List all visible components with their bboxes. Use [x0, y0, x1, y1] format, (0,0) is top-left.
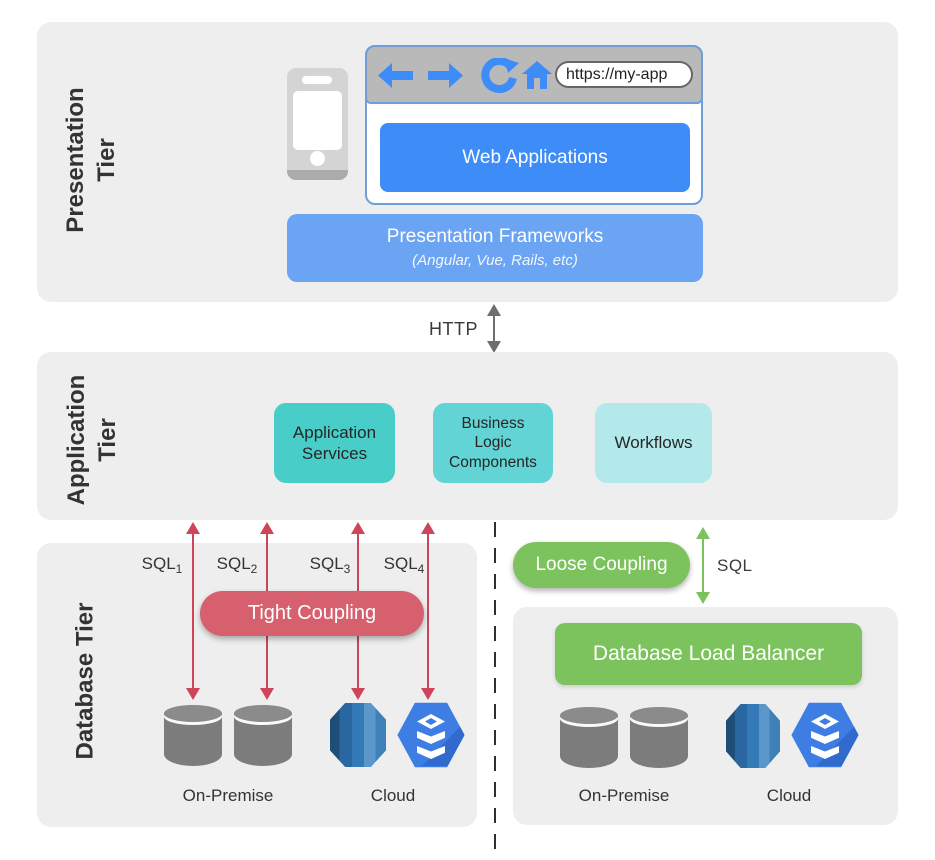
application-services-label: Application Services: [292, 422, 377, 463]
loose-coupling-box: Loose Coupling: [513, 542, 690, 588]
smartphone-speaker: [302, 76, 332, 84]
http-arrow: [487, 304, 501, 353]
business-logic-components-label: Business Logic Components: [449, 414, 537, 471]
web-applications-box: Web Applications: [380, 123, 690, 192]
business-logic-components-box: Business Logic Components: [433, 403, 553, 483]
back-arrow-icon: [377, 61, 413, 95]
cloud-rds-database-icon: [330, 703, 386, 767]
cloud-rds-database-icon: [726, 704, 780, 768]
home-icon: [521, 60, 553, 95]
database-tier-label: Database Tier: [71, 602, 99, 760]
database-cylinder-icon: [630, 707, 688, 770]
cloud-label-right: Cloud: [766, 786, 812, 805]
dashed-divider: [494, 522, 496, 857]
presentation-tier-label: Presentation Tier: [61, 87, 120, 233]
database-cylinder-icon: [234, 705, 292, 768]
smartphone-icon: [287, 68, 348, 180]
layered-stack-glyph: [811, 714, 839, 759]
database-load-balancer-box: Database Load Balancer: [555, 623, 862, 685]
sql2-label: SQL2: [216, 553, 258, 577]
smartphone-screen: [293, 91, 342, 150]
sql1-arrow: [186, 522, 200, 700]
presentation-frameworks-title: Presentation Frameworks: [386, 226, 604, 247]
database-cylinder-icon: [164, 705, 222, 768]
layered-stack-glyph: [417, 714, 445, 759]
tight-coupling-label: Tight Coupling: [247, 602, 377, 624]
loose-coupling-label: Loose Coupling: [535, 554, 668, 575]
sql-right-label: SQL: [717, 556, 753, 575]
sql-right-arrow: [696, 527, 710, 604]
workflows-label: Workflows: [614, 433, 693, 453]
onprem-label-left: On-Premise: [182, 786, 274, 805]
url-bar: https://my-app: [555, 61, 693, 88]
tight-coupling-box: Tight Coupling: [200, 591, 424, 636]
application-services-box: Application Services: [274, 403, 395, 483]
sql4-arrow: [421, 522, 435, 700]
sql1-label: SQL1: [141, 553, 183, 577]
workflows-box: Workflows: [595, 403, 712, 483]
database-load-balancer-label: Database Load Balancer: [592, 642, 825, 665]
presentation-frameworks-subtitle: (Angular, Vue, Rails, etc): [412, 252, 578, 269]
http-label: HTTP: [429, 319, 478, 339]
database-tier-panel: Database Tier: [37, 543, 477, 827]
smartphone-home-button: [310, 151, 325, 166]
browser-toolbar: https://my-app: [365, 45, 703, 104]
application-tier-label: Application Tier: [62, 374, 121, 506]
browser-window: https://my-app Web Applications: [365, 45, 703, 205]
presentation-frameworks-box: Presentation Frameworks (Angular, Vue, R…: [287, 214, 703, 282]
cloud-label-left: Cloud: [370, 786, 416, 805]
forward-arrow-icon: [428, 61, 464, 95]
database-cylinder-icon: [560, 707, 618, 770]
web-applications-label: Web Applications: [462, 146, 608, 168]
onprem-label-right: On-Premise: [578, 786, 670, 805]
sql4-label: SQL4: [383, 553, 425, 577]
refresh-icon: [479, 57, 519, 99]
smartphone-base: [287, 170, 348, 180]
sql3-label: SQL3: [309, 553, 351, 577]
